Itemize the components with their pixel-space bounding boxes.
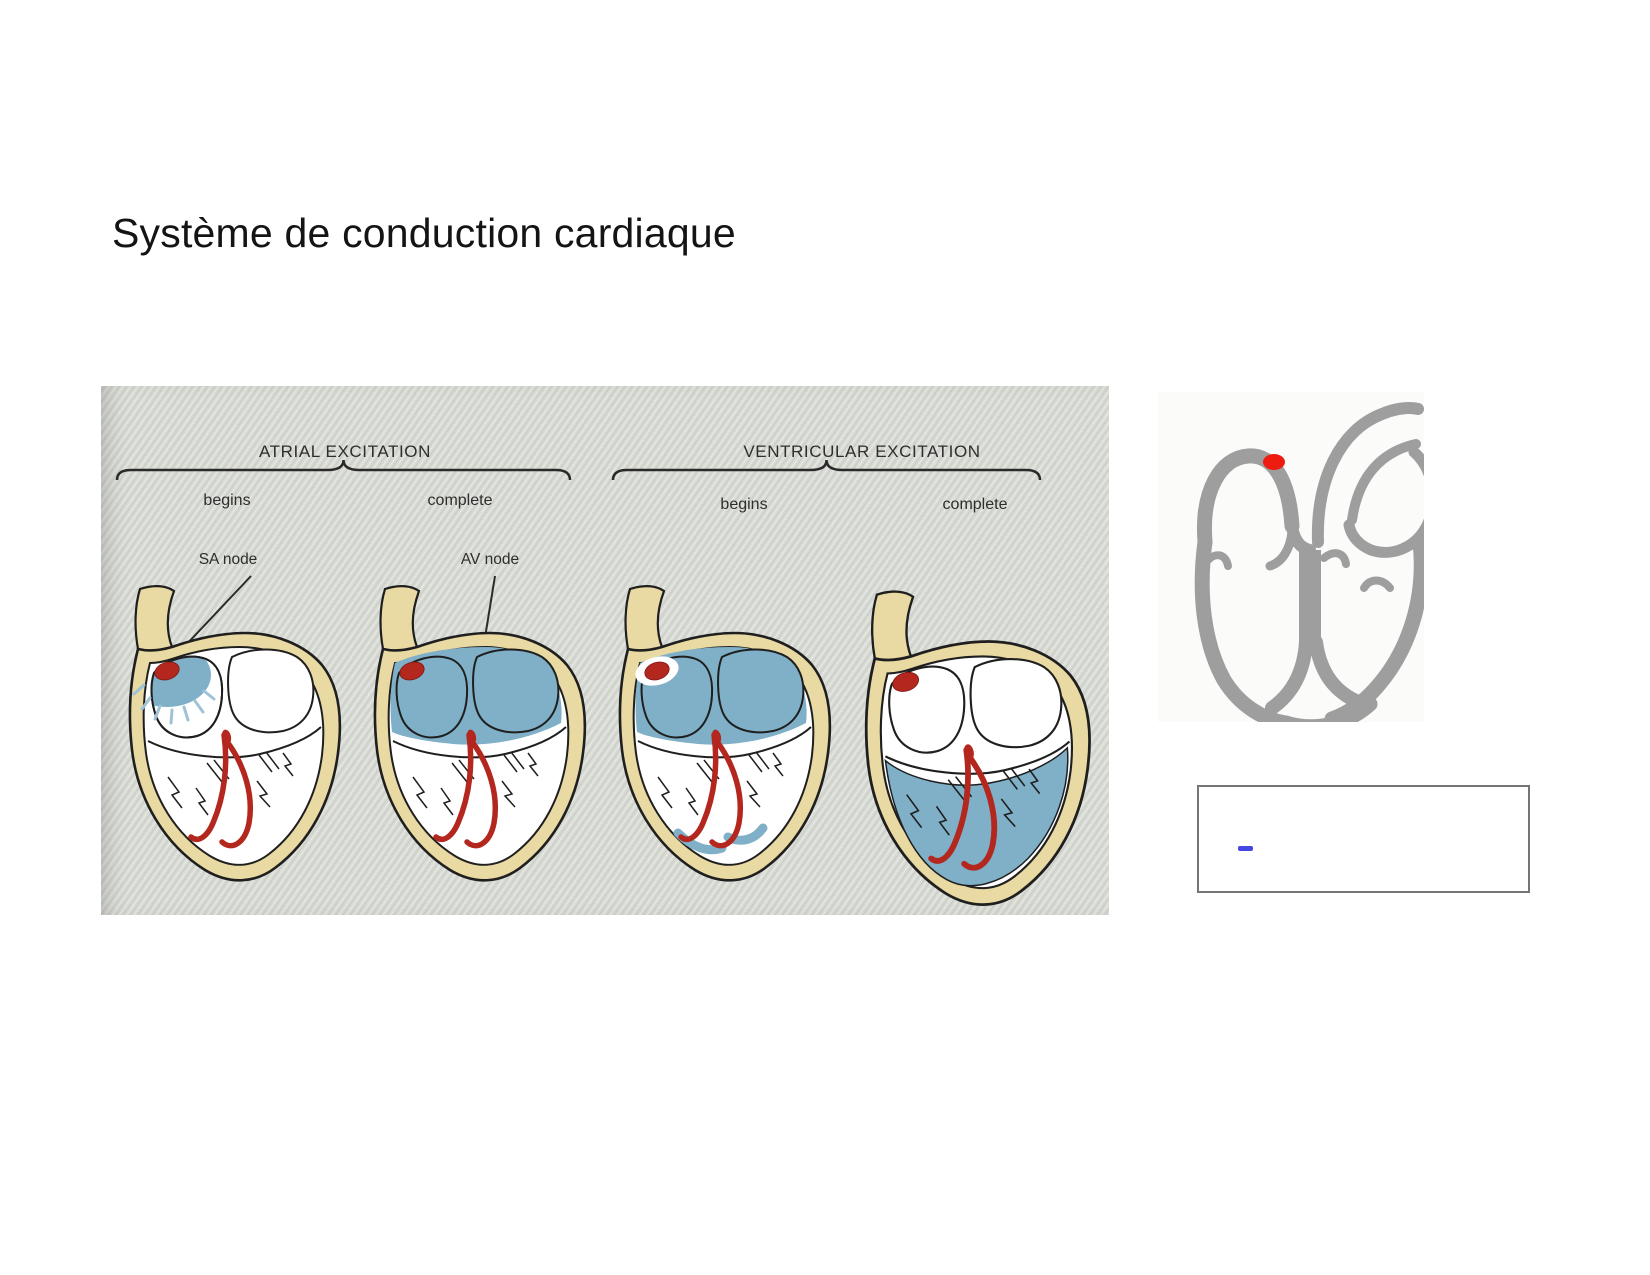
page-title: Système de conduction cardiaque xyxy=(112,210,736,256)
heart-cross-section-schematic xyxy=(1158,392,1439,735)
heart-diagram-ventricular-complete xyxy=(845,590,1095,910)
stage-label-ventricular-complete: complete xyxy=(942,496,1008,513)
heart-diagram-ventricular-begins xyxy=(600,585,835,885)
heart-diagram-atrial-begins xyxy=(110,585,345,885)
note-box xyxy=(1197,785,1530,893)
stage-label-atrial-complete: complete xyxy=(427,492,493,509)
conduction-figure-scan: ATRIAL EXCITATION VENTRICULAR EXCITATION… xyxy=(101,386,1109,915)
stage-label-ventricular-begins: begins xyxy=(720,496,768,513)
annotation-av-node: AV node xyxy=(460,551,520,568)
heart-diagram-atrial-complete xyxy=(355,585,590,885)
stage-label-atrial-begins: begins xyxy=(203,492,251,509)
annotation-sa-node: SA node xyxy=(198,551,258,568)
section-title-ventricular-excitation: VENTRICULAR EXCITATION xyxy=(743,442,981,461)
heart-outline-icon xyxy=(1194,402,1439,735)
section-title-atrial-excitation: ATRIAL EXCITATION xyxy=(258,442,432,461)
dash-icon xyxy=(1238,846,1253,851)
